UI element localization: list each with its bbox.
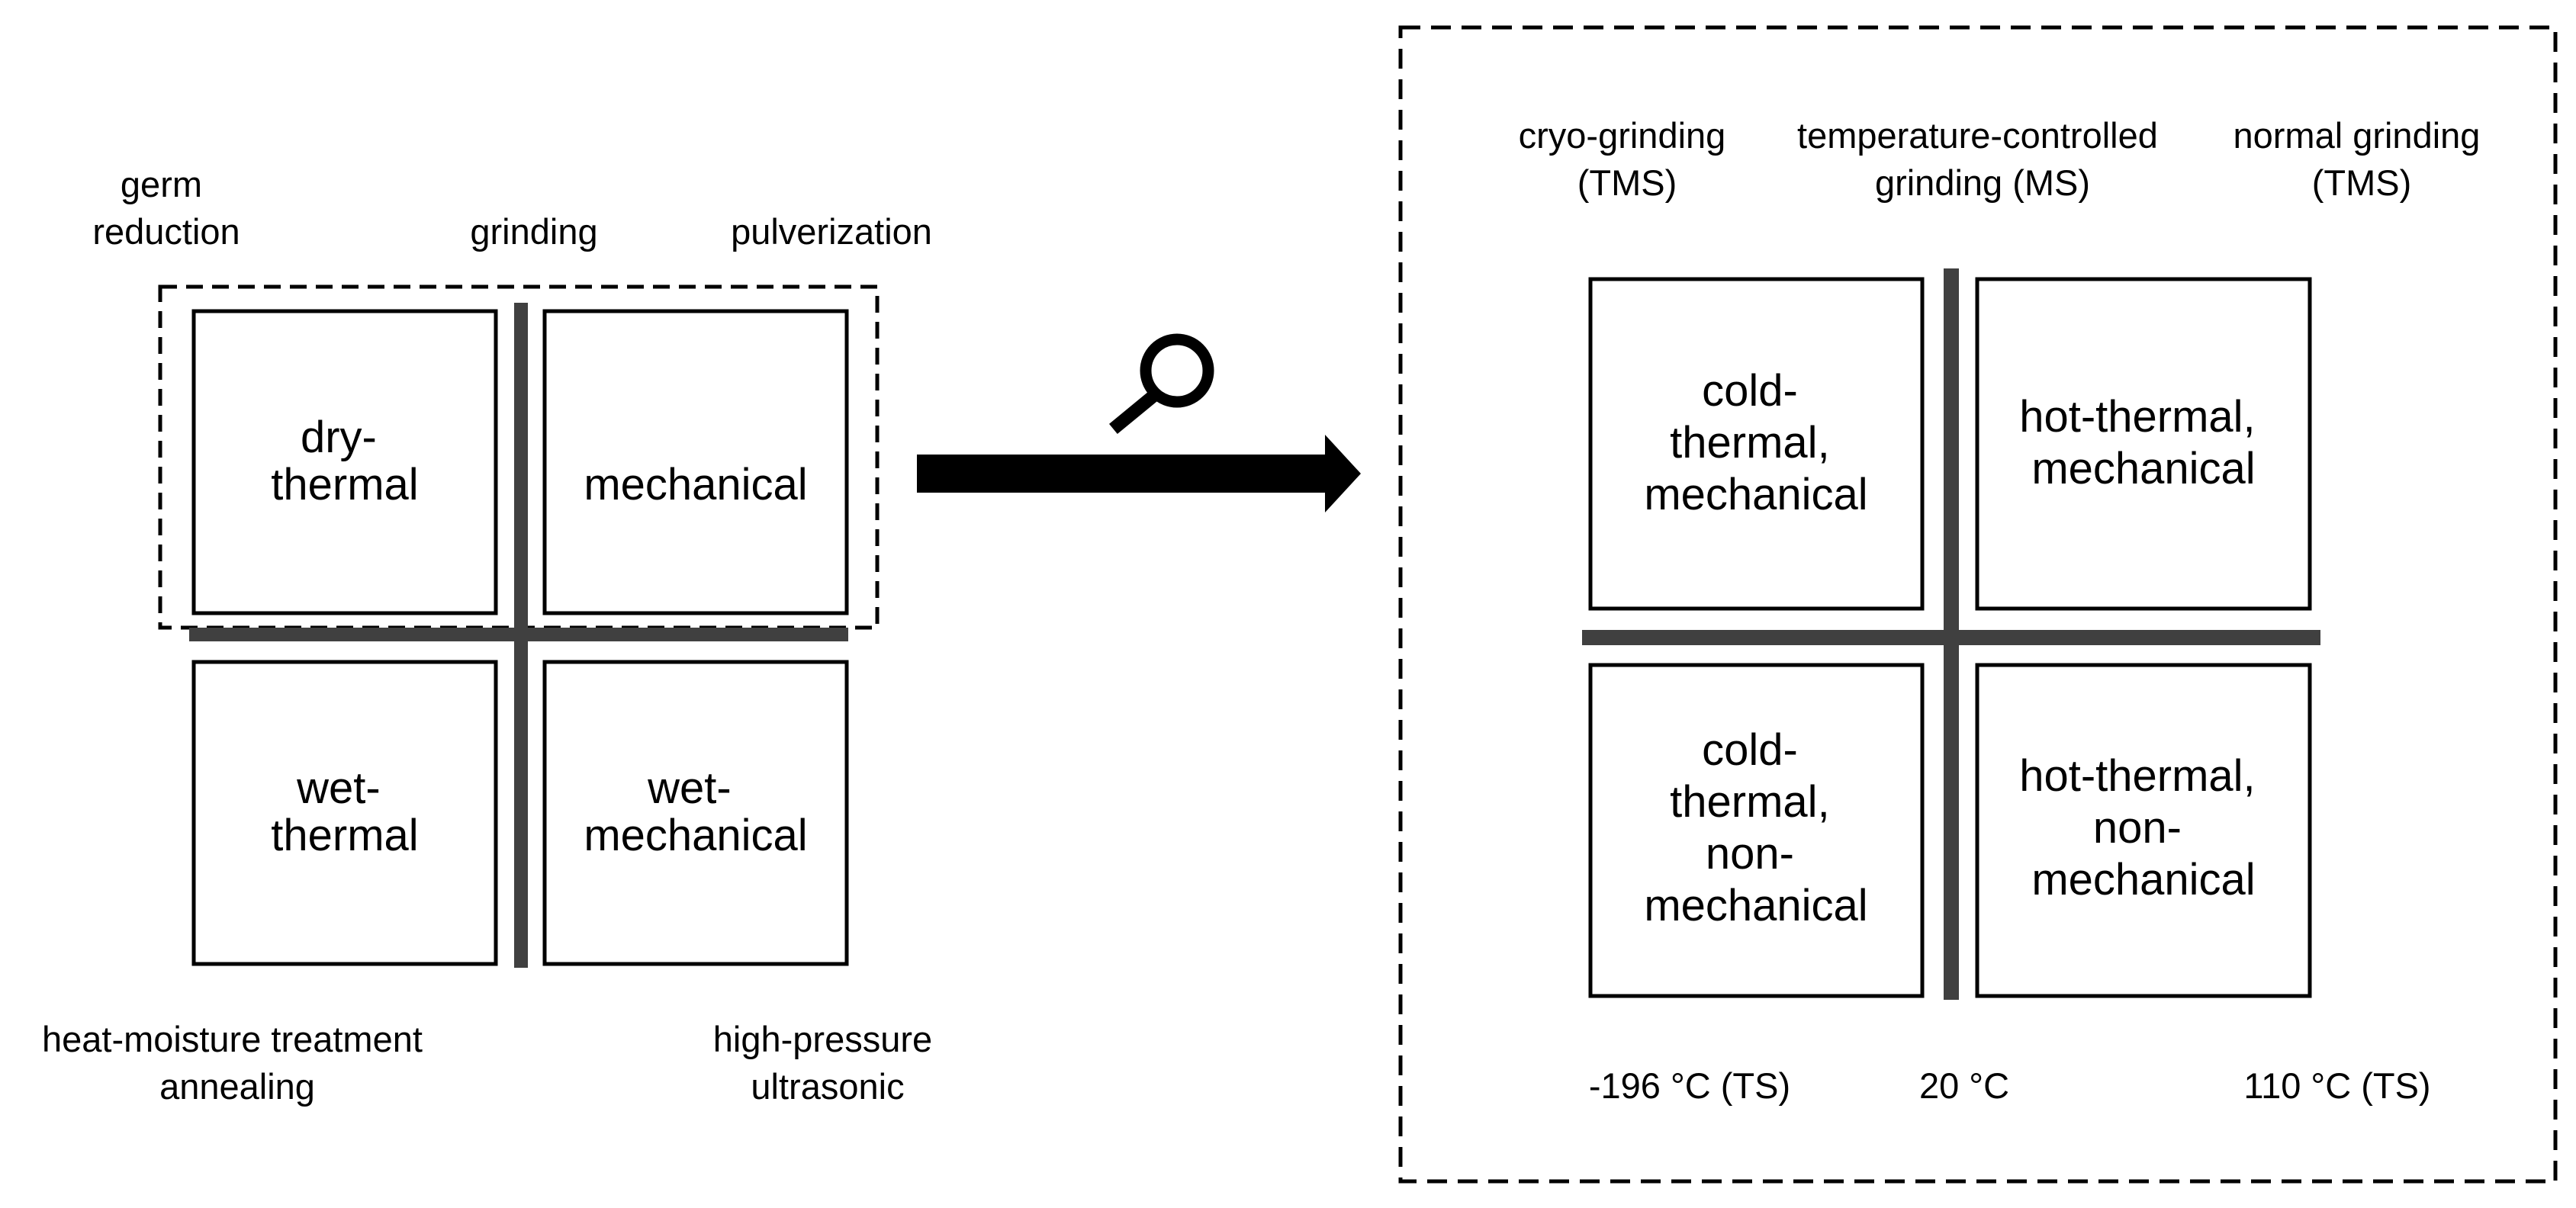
label-20-degrees: 20 °C — [1919, 1065, 2009, 1106]
label-heat-moisture: heat-moisture treatment annealing — [42, 1019, 433, 1107]
label-cryo-grinding: cryo-grinding (TMS) — [1519, 115, 1736, 203]
right-horizontal-divider — [1582, 630, 2320, 645]
left-panel: germ reduction grinding pulverization dr… — [42, 164, 942, 1107]
quadrant-hot-thermal-non-mechanical-label: hot-thermal, non- mechanical — [2019, 751, 2268, 904]
quadrant-wet-mechanical — [542, 660, 849, 966]
label-high-pressure: high-pressure ultrasonic — [713, 1019, 942, 1107]
label-pulverization: pulverization — [731, 211, 932, 252]
label-grinding: grinding — [470, 211, 597, 252]
quadrant-wet-thermal-label: wet- thermal — [271, 763, 418, 860]
quadrant-wet-mechanical-label: wet- mechanical — [584, 763, 807, 860]
quadrant-wet-thermal — [191, 660, 498, 966]
quadrant-hot-thermal-non-mechanical — [1975, 663, 2312, 998]
quadrant-cold-thermal-non-mechanical-label: cold- thermal, non- mechanical — [1644, 725, 1867, 930]
zoom-frame — [1398, 25, 2558, 1184]
quadrant-hot-thermal-mechanical — [1975, 277, 2312, 611]
label-110-degrees: 110 °C (TS) — [2243, 1065, 2430, 1106]
quadrant-dry-thermal-label: dry- thermal — [271, 413, 418, 509]
label-normal-grinding: normal grinding (TMS) — [2233, 115, 2490, 203]
label-temperature-controlled: temperature-controlled grinding (MS) — [1797, 115, 2168, 203]
left-horizontal-divider — [189, 628, 848, 641]
label-germ-reduction: germ reduction — [92, 164, 240, 252]
quadrant-hot-thermal-mechanical-label: hot-thermal, mechanical — [2019, 392, 2268, 493]
quadrant-mechanical — [542, 309, 849, 615]
quadrant-cold-thermal-non-mechanical — [1588, 663, 1925, 998]
right-panel: cryo-grinding (TMS) temperature-controll… — [1398, 25, 2558, 1184]
quadrant-cold-thermal-mechanical — [1588, 277, 1925, 611]
magnifier-icon — [1109, 333, 1214, 434]
quadrant-mechanical-label: mechanical — [584, 460, 807, 509]
label-minus-196: -196 °C (TS) — [1589, 1065, 1790, 1106]
quadrant-cold-thermal-mechanical-label: cold- thermal, mechanical — [1644, 366, 1867, 519]
quadrant-dry-thermal — [191, 309, 498, 615]
arrow-right-icon — [917, 435, 1361, 512]
